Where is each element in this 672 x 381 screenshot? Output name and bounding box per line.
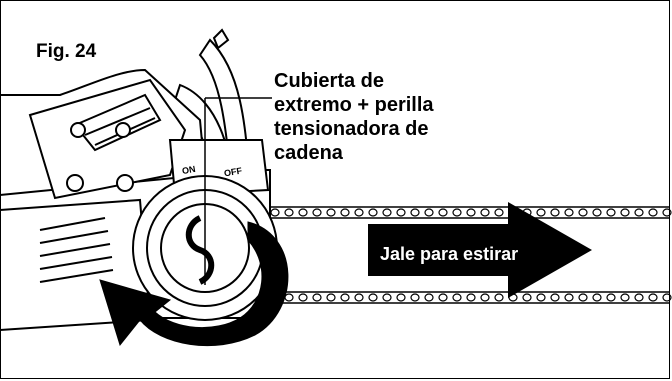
chain-link: [550, 208, 560, 217]
chain-link: [466, 293, 476, 302]
chain-link: [522, 293, 532, 302]
chain-link: [592, 208, 602, 217]
chain-link: [284, 293, 294, 302]
chain-link: [606, 208, 616, 217]
chain-link: [480, 293, 490, 302]
chain-link: [326, 293, 336, 302]
chain-link: [620, 293, 630, 302]
chain-link: [606, 293, 616, 302]
chain-link: [550, 293, 560, 302]
chain-link: [368, 293, 378, 302]
chain-link: [648, 208, 658, 217]
chain-link: [438, 208, 448, 217]
chain-link: [494, 293, 504, 302]
chain-links-top: [270, 208, 672, 217]
curved-rotate-arrow-icon: [99, 221, 289, 347]
chain-link: [410, 208, 420, 217]
chain-link: [466, 208, 476, 217]
chain-link: [662, 208, 672, 217]
chain-link: [578, 208, 588, 217]
chain-link: [662, 293, 672, 302]
figure-label: Fig. 24: [36, 41, 97, 62]
chain-link: [396, 293, 406, 302]
chain-link: [368, 208, 378, 217]
chain-link: [382, 208, 392, 217]
chain-link: [648, 293, 658, 302]
chain-link: [424, 208, 434, 217]
chain-link: [564, 208, 574, 217]
chain-link: [312, 293, 322, 302]
saw-chain-bottom: [270, 291, 670, 304]
chain-link: [312, 208, 322, 217]
callout-line-3: tensionadora de: [274, 118, 429, 140]
chain-link: [620, 208, 630, 217]
chain-link: [326, 208, 336, 217]
chain-link: [270, 208, 280, 217]
chain-link: [424, 293, 434, 302]
chain-link: [340, 293, 350, 302]
chain-link: [340, 208, 350, 217]
chain-link: [592, 293, 602, 302]
chain-link: [578, 293, 588, 302]
chain-link: [410, 293, 420, 302]
chain-link: [480, 208, 490, 217]
motor-housing: [0, 68, 207, 200]
pull-arrow-label: Jale para estirar: [380, 244, 519, 264]
callout-text: Cubierta de extremo + perilla tensionado…: [274, 69, 494, 165]
chain-link: [438, 293, 448, 302]
chain-link: [354, 208, 364, 217]
callout-line-2: extremo + perilla: [274, 94, 434, 116]
saw-chain-top: [270, 206, 670, 219]
chain-link: [298, 208, 308, 217]
chain-link: [284, 208, 294, 217]
chain-link: [494, 208, 504, 217]
chain-links-bottom: [270, 293, 672, 302]
chain-link: [536, 293, 546, 302]
chain-link: [452, 293, 462, 302]
chain-link: [564, 293, 574, 302]
right-arrow-icon: [368, 202, 592, 298]
chain-link: [396, 208, 406, 217]
callout-line-1: Cubierta de: [274, 70, 385, 92]
chain-link: [354, 293, 364, 302]
chain-link: [382, 293, 392, 302]
callout-line-4: cadena: [274, 142, 343, 164]
chain-link: [634, 293, 644, 302]
chain-link: [298, 293, 308, 302]
chain-link: [452, 208, 462, 217]
chain-link: [536, 208, 546, 217]
chain-link: [634, 208, 644, 217]
